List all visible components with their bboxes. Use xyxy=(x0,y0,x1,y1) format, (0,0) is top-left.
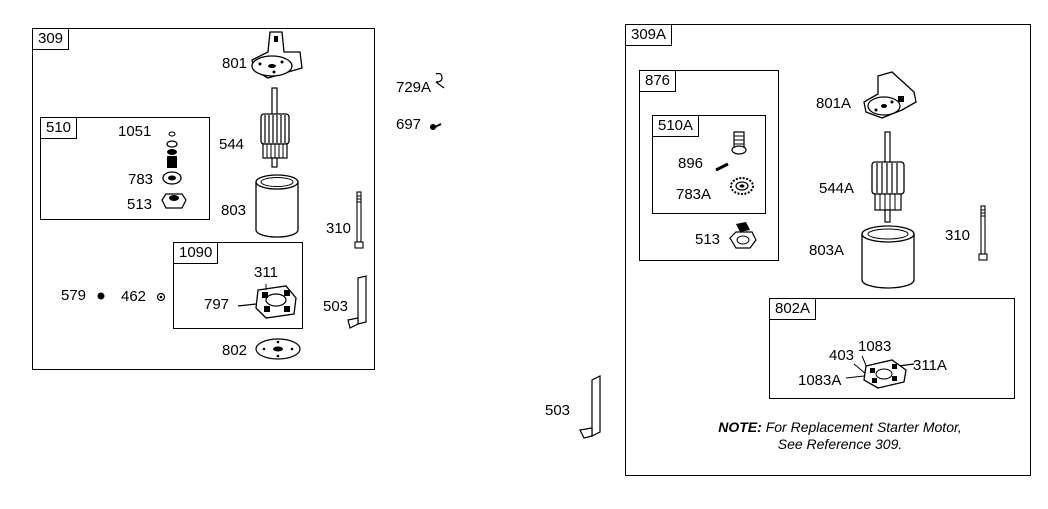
assembly-309a-box: 309A xyxy=(625,24,1031,476)
bracket-503-drawing xyxy=(347,275,367,329)
note-text-1: For Replacement Starter Motor, xyxy=(765,419,962,435)
housing-803a-drawing xyxy=(861,225,915,289)
label-802: 802 xyxy=(222,342,248,359)
drive-parts-510a-drawing xyxy=(715,131,754,195)
armature-544a-drawing xyxy=(871,131,905,223)
bracket-503-loose-drawing xyxy=(579,375,601,439)
label-311: 311 xyxy=(254,264,278,281)
label-310: 310 xyxy=(326,220,352,237)
label-513-right: 513 xyxy=(695,231,721,248)
replacement-note: NOTE: For Replacement Starter Motor, See… xyxy=(690,419,990,453)
label-513: 513 xyxy=(127,196,153,213)
note-bold: NOTE: xyxy=(718,419,762,435)
label-801: 801 xyxy=(222,55,248,72)
label-579: 579 xyxy=(61,287,87,304)
assembly-309-ref: 309 xyxy=(33,29,70,50)
assembly-309-box: 309 xyxy=(32,28,375,370)
bolt-310-drawing xyxy=(354,191,364,249)
label-403: 403 xyxy=(829,347,855,364)
pinion-513-drawing xyxy=(729,222,757,249)
kit-876-box: 876 xyxy=(639,70,779,261)
label-783: 783 xyxy=(128,171,154,188)
kit-510a-ref: 510A xyxy=(653,116,700,137)
label-310-right: 310 xyxy=(945,227,971,244)
label-801a: 801A xyxy=(816,95,852,112)
label-503-loose: 503 xyxy=(545,402,571,419)
label-544: 544 xyxy=(219,136,245,153)
screw-697-drawing xyxy=(430,123,442,130)
label-544a: 544A xyxy=(819,180,855,197)
housing-803-drawing xyxy=(255,174,299,238)
note-text-2: See Reference 309. xyxy=(777,436,903,452)
brush-plate-802a-drawing xyxy=(845,355,915,389)
label-462: 462 xyxy=(121,288,147,305)
kit-510-ref: 510 xyxy=(41,118,78,139)
label-311a: 311A xyxy=(913,357,947,374)
label-896: 896 xyxy=(678,155,704,172)
end-cap-801-drawing xyxy=(251,31,303,79)
bolt-310-right-drawing xyxy=(978,205,988,261)
kit-876-ref: 876 xyxy=(640,71,677,92)
plate-802-drawing xyxy=(255,338,301,360)
label-503-left: 503 xyxy=(323,298,349,315)
kit-802a-box: 802A xyxy=(769,298,1015,399)
note-line-1: NOTE: For Replacement Starter Motor, xyxy=(690,419,990,436)
label-729a: 729A xyxy=(396,79,432,96)
armature-544-drawing xyxy=(260,87,290,168)
nut-579-drawing xyxy=(97,292,105,300)
label-797: 797 xyxy=(204,296,230,313)
kit-510-box: 510 xyxy=(40,117,210,220)
assembly-309a-ref: 309A xyxy=(626,25,673,46)
brush-plate-1090-drawing xyxy=(237,284,297,319)
label-783a: 783A xyxy=(676,186,712,203)
label-803: 803 xyxy=(221,202,247,219)
kit-802a-ref: 802A xyxy=(770,299,817,320)
kit-510a-box: 510A xyxy=(652,115,766,214)
label-1051: 1051 xyxy=(118,123,152,140)
label-1083-top: 1083 xyxy=(858,338,892,355)
end-cap-801a-drawing xyxy=(863,71,917,119)
drive-parts-510-drawing xyxy=(161,131,187,209)
washer-462-drawing xyxy=(156,292,166,302)
label-803a: 803A xyxy=(809,242,845,259)
label-1083a: 1083A xyxy=(798,372,842,389)
label-697: 697 xyxy=(396,116,422,133)
clip-729a-drawing xyxy=(435,72,445,89)
kit-1090-ref: 1090 xyxy=(174,243,219,264)
kit-1090-box: 1090 xyxy=(173,242,303,329)
